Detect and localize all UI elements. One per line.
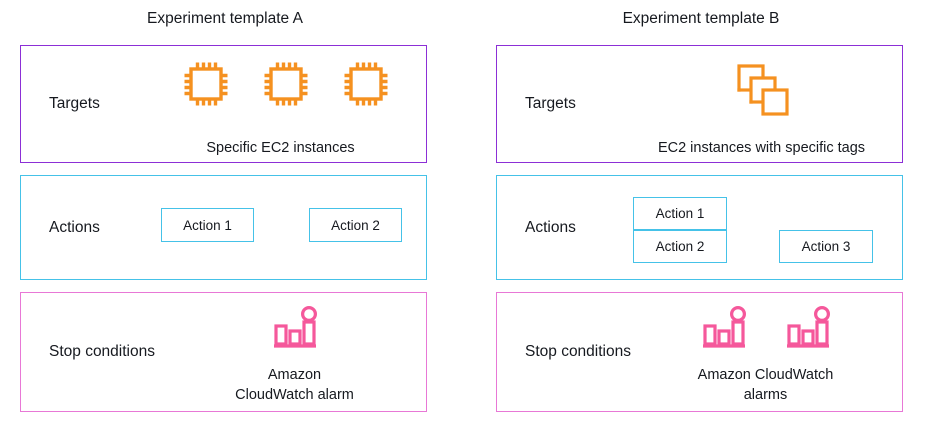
ec2-instances-stack-icon [731, 60, 793, 118]
cloudwatch-alarm-icon [784, 305, 832, 353]
targets-caption: EC2 instances with specific tags [657, 140, 866, 156]
actions-content: Action 1 Action 2 [21, 176, 426, 279]
template-b-stop-conditions-section: Stop conditions [496, 292, 903, 412]
actions-content: Action 1 Action 2 Action 3 [497, 176, 902, 279]
stop-conditions-caption: Amazon CloudWatch alarm [171, 365, 418, 405]
stop-conditions-caption-line1: Amazon CloudWatch [697, 367, 834, 383]
targets-label: Targets [525, 95, 576, 112]
stop-conditions-label: Stop conditions [525, 343, 631, 360]
experiment-template-a: Experiment template A Targets [20, 0, 430, 412]
action-box[interactable]: Action 2 [633, 229, 727, 263]
cloudwatch-alarm-row [171, 305, 418, 353]
targets-content: EC2 instances with specific tags [497, 46, 902, 162]
stop-conditions-caption-line2: CloudWatch alarm [235, 387, 354, 403]
action-box[interactable]: Action 1 [633, 197, 727, 230]
ec2-instance-chip-icon [260, 58, 312, 110]
action-box[interactable]: Action 2 [309, 208, 402, 242]
ec2-stack-row [627, 60, 897, 118]
cloudwatch-alarm-icon [700, 305, 748, 353]
template-b-targets-section: Targets [496, 45, 903, 163]
stop-conditions-content: Amazon CloudWatch alarms [497, 293, 902, 411]
experiment-template-b: Experiment template B Targets [496, 0, 906, 412]
stop-conditions-caption-line1: Amazon [267, 367, 322, 383]
template-b-title: Experiment template B [622, 10, 780, 27]
action-box[interactable]: Action 3 [779, 229, 873, 263]
ec2-instance-chip-icon [180, 58, 232, 110]
targets-caption: Specific EC2 instances [206, 140, 355, 156]
template-b-actions-section: Actions Action 1 Action 2 Action 3 [496, 175, 903, 280]
actions-label: Actions [525, 218, 576, 236]
actions-label: Actions [49, 218, 100, 236]
targets-content: Specific EC2 instances [21, 46, 426, 162]
stop-conditions-label: Stop conditions [49, 343, 155, 360]
ec2-chip-row [151, 58, 421, 110]
stop-conditions-caption-line2: alarms [743, 387, 788, 403]
cloudwatch-alarm-row [637, 305, 894, 353]
targets-label: Targets [49, 95, 100, 112]
stop-conditions-content: Amazon CloudWatch alarm [21, 293, 426, 411]
action-box[interactable]: Action 1 [161, 208, 254, 242]
template-a-stop-conditions-section: Stop conditions [20, 292, 427, 412]
template-a-actions-section: Actions Action 1 Action 2 [20, 175, 427, 280]
cloudwatch-alarm-icon [271, 305, 319, 353]
template-a-targets-section: Targets [20, 45, 427, 163]
template-a-title: Experiment template A [147, 10, 303, 27]
stop-conditions-caption: Amazon CloudWatch alarms [637, 365, 894, 405]
ec2-instance-chip-icon [340, 58, 392, 110]
